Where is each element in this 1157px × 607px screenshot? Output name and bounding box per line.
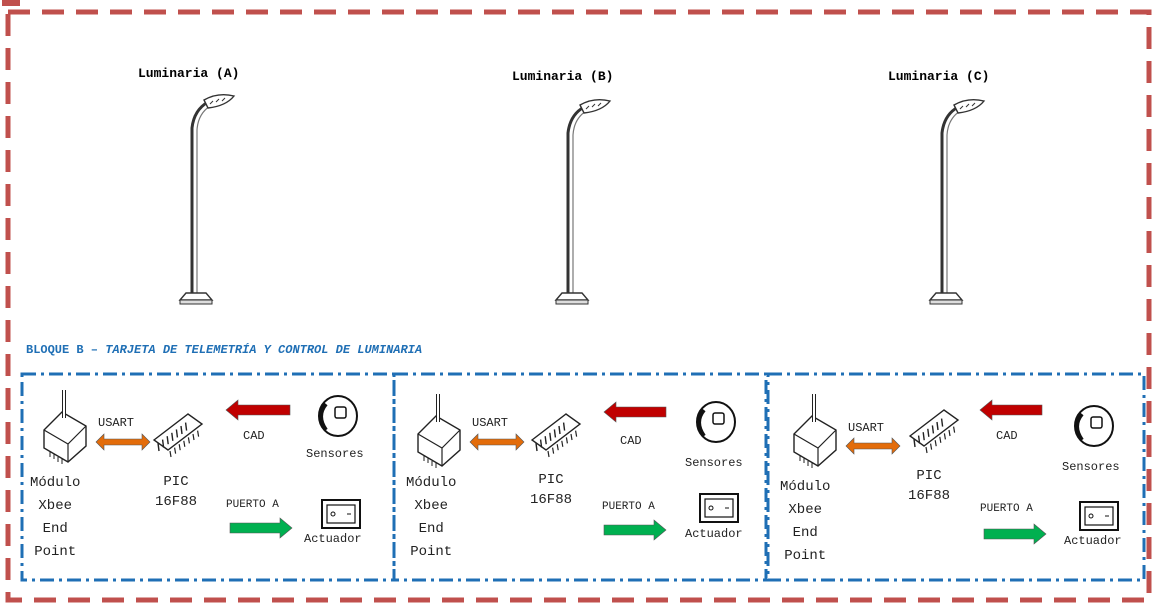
actuator-switch-icon [1079, 501, 1119, 531]
sensores-label-2: Sensores [685, 456, 743, 470]
module-frame [392, 372, 768, 582]
puerto-arrow [229, 517, 293, 539]
xbee-line: Xbee [788, 502, 823, 518]
pic-chip-icon [530, 413, 582, 458]
puerto-arrow [603, 519, 667, 541]
pic-line: 16F88 [155, 494, 198, 510]
xbee-line: Point [34, 544, 77, 560]
street-lamp-icon [928, 98, 986, 305]
module-frame [20, 372, 396, 582]
pic-line: 16F88 [530, 492, 573, 508]
pic-chip-icon [908, 409, 960, 454]
module-frame [766, 372, 1146, 582]
lamp-title-c: Luminaria (C) [888, 69, 990, 84]
pic-line: PIC [538, 472, 564, 488]
corner-mark [2, 0, 20, 6]
street-lamp-icon [178, 93, 236, 305]
sensores-label-1: Sensores [306, 447, 364, 461]
usart-label-1: USART [98, 416, 135, 430]
actuador-label-1: Actuador [304, 532, 362, 546]
xbee-line: End [42, 521, 68, 537]
pic-label-3: PIC 16F88 [908, 466, 950, 506]
outer-frame [5, 9, 1152, 603]
xbee-label-3: Módulo Xbee End Point [780, 476, 830, 568]
cad-arrow [225, 399, 291, 421]
actuator-switch-icon [699, 493, 739, 523]
bloque-prefix: BLOQUE B – [26, 343, 106, 357]
cad-label-1: CAD [243, 429, 265, 443]
sensores-label-3: Sensores [1062, 460, 1120, 474]
xbee-line: Xbee [414, 498, 449, 514]
xbee-line: Módulo [780, 479, 831, 495]
xbee-module-icon [793, 394, 837, 468]
pic-line: PIC [916, 468, 942, 484]
xbee-line: Módulo [406, 475, 457, 491]
xbee-module-icon [417, 394, 461, 468]
usart-arrow [95, 433, 151, 451]
usart-arrow [845, 437, 901, 455]
pic-chip-icon [152, 413, 204, 458]
xbee-module-icon [43, 390, 87, 464]
cad-label-3: CAD [996, 429, 1018, 443]
actuator-switch-icon [321, 499, 361, 529]
cad-label-2: CAD [620, 434, 642, 448]
xbee-line: Módulo [30, 475, 81, 491]
xbee-line: End [792, 525, 818, 541]
sensor-icon [318, 395, 358, 437]
actuador-label-3: Actuador [1064, 534, 1122, 548]
usart-arrow [469, 433, 525, 451]
xbee-label-1: Módulo Xbee End Point [30, 472, 80, 564]
puerto-label-2: PUERTO A [602, 501, 655, 513]
street-lamp-icon [554, 98, 612, 305]
lamp-title-b: Luminaria (B) [512, 69, 614, 84]
xbee-line: End [418, 521, 444, 537]
sensor-icon [1074, 405, 1114, 447]
puerto-label-1: PUERTO A [226, 499, 279, 511]
usart-label-3: USART [848, 421, 885, 435]
xbee-line: Point [784, 548, 827, 564]
puerto-arrow [983, 523, 1047, 545]
cad-arrow [603, 401, 667, 423]
bloque-name: TARJETA DE TELEMETRÍA Y CONTROL DE LUMIN… [105, 343, 423, 357]
sensor-icon [696, 401, 736, 443]
xbee-label-2: Módulo Xbee End Point [406, 472, 456, 564]
pic-label-1: PIC 16F88 [155, 472, 197, 512]
actuador-label-2: Actuador [685, 527, 743, 541]
xbee-line: Point [410, 544, 453, 560]
xbee-line: Xbee [38, 498, 73, 514]
pic-label-2: PIC 16F88 [530, 470, 572, 510]
bloque-title: BLOQUE B – TARJETA DE TELEMETRÍA Y CONTR… [26, 343, 422, 357]
puerto-label-3: PUERTO A [980, 503, 1033, 515]
usart-label-2: USART [472, 416, 509, 430]
pic-line: PIC [163, 474, 189, 490]
cad-arrow [979, 399, 1043, 421]
pic-line: 16F88 [908, 488, 951, 504]
lamp-title-a: Luminaria (A) [138, 66, 240, 81]
